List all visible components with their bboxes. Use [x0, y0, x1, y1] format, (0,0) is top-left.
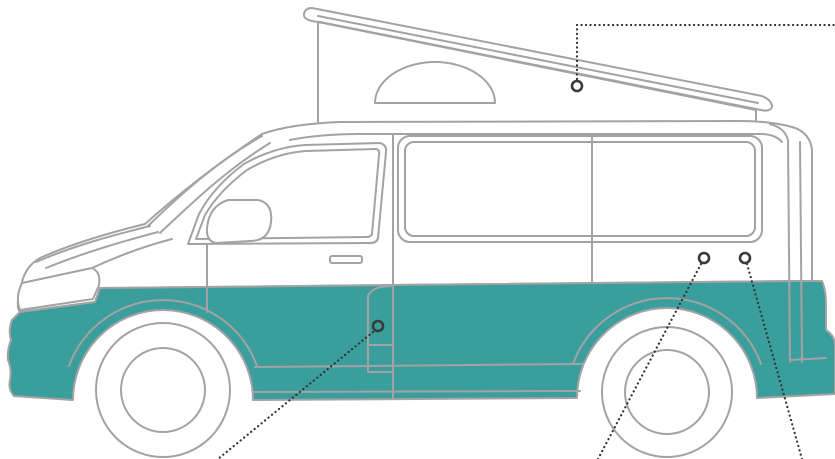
hotspot-ring-icon[interactable]	[373, 321, 383, 331]
side-mirror	[207, 200, 271, 243]
front-rim	[121, 348, 205, 432]
front-wheel	[96, 323, 230, 457]
rear-wheel	[602, 327, 732, 457]
sill-line-lower	[253, 391, 580, 392]
hotspot-ring-icon[interactable]	[699, 253, 709, 263]
rear-rim	[625, 350, 709, 434]
side-window-frame	[398, 136, 762, 242]
hotspot-ring-icon[interactable]	[740, 253, 750, 263]
front-door-handle	[330, 256, 362, 263]
roof-tent-side	[318, 22, 756, 125]
pop-top-roof	[304, 8, 772, 125]
hotspot-ring-icon[interactable]	[572, 81, 582, 91]
